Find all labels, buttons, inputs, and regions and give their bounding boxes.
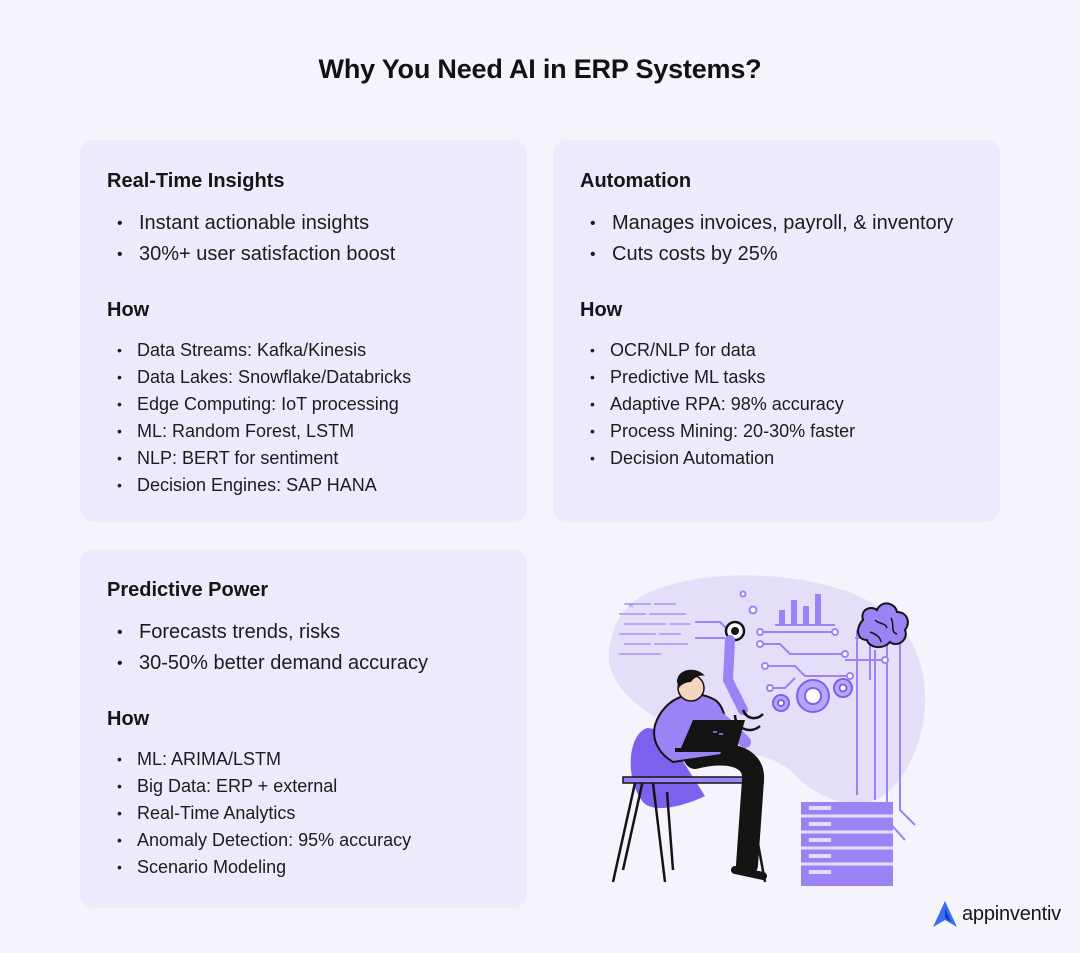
list-item: Predictive ML tasks — [590, 364, 855, 391]
card-automation: Automation Manages invoices, payroll, & … — [553, 140, 1000, 522]
page-title: Why You Need AI in ERP Systems? — [318, 54, 762, 84]
benefit-list: Forecasts trends, risks 30-50% better de… — [117, 617, 428, 679]
list-item: Scenario Modeling — [117, 854, 411, 881]
list-item: Instant actionable insights — [117, 208, 395, 239]
list-item: Data Lakes: Snowflake/Databricks — [117, 364, 411, 391]
list-item: Edge Computing: IoT processing — [117, 391, 411, 418]
list-item: OCR/NLP for data — [590, 337, 855, 364]
list-item: 30%+ user satisfaction boost — [117, 239, 395, 270]
list-item: NLP: BERT for sentiment — [117, 445, 411, 472]
list-item: Decision Automation — [590, 445, 855, 472]
list-item: Forecasts trends, risks — [117, 617, 428, 648]
how-list: Data Streams: Kafka/Kinesis Data Lakes: … — [117, 337, 411, 499]
brand-logo: appinventiv — [932, 900, 1061, 928]
how-list: ML: ARIMA/LSTM Big Data: ERP + external … — [117, 746, 411, 881]
how-heading: How — [107, 299, 150, 321]
list-item: Cuts costs by 25% — [590, 239, 953, 270]
card-predictive-power: Predictive Power Forecasts trends, risks… — [80, 549, 527, 908]
list-item: Anomaly Detection: 95% accuracy — [117, 827, 411, 854]
list-item: Big Data: ERP + external — [117, 773, 411, 800]
how-heading: How — [580, 299, 623, 321]
list-item: Data Streams: Kafka/Kinesis — [117, 337, 411, 364]
list-item: ML: Random Forest, LSTM — [117, 418, 411, 445]
list-item: Manages invoices, payroll, & inventory — [590, 208, 953, 239]
person-laptop-ai-illustration: « — [595, 570, 940, 895]
benefit-list: Manages invoices, payroll, & inventory C… — [590, 208, 953, 270]
card-real-time-insights: Real-Time Insights Instant actionable in… — [80, 140, 527, 522]
list-item: Decision Engines: SAP HANA — [117, 472, 411, 499]
card-title: Real-Time Insights — [107, 170, 285, 192]
list-item: Process Mining: 20-30% faster — [590, 418, 855, 445]
brand-name: appinventiv — [962, 902, 1061, 925]
card-title: Predictive Power — [107, 579, 269, 601]
how-list: OCR/NLP for data Predictive ML tasks Ada… — [590, 337, 855, 472]
benefit-list: Instant actionable insights 30%+ user sa… — [117, 208, 395, 270]
list-item: 30-50% better demand accuracy — [117, 648, 428, 679]
list-item: Real-Time Analytics — [117, 800, 411, 827]
card-title: Automation — [580, 170, 692, 192]
how-heading: How — [107, 708, 150, 730]
list-item: ML: ARIMA/LSTM — [117, 746, 411, 773]
list-item: Adaptive RPA: 98% accuracy — [590, 391, 855, 418]
appinventiv-logo-icon — [933, 901, 957, 927]
svg-text:«: « — [628, 600, 634, 611]
